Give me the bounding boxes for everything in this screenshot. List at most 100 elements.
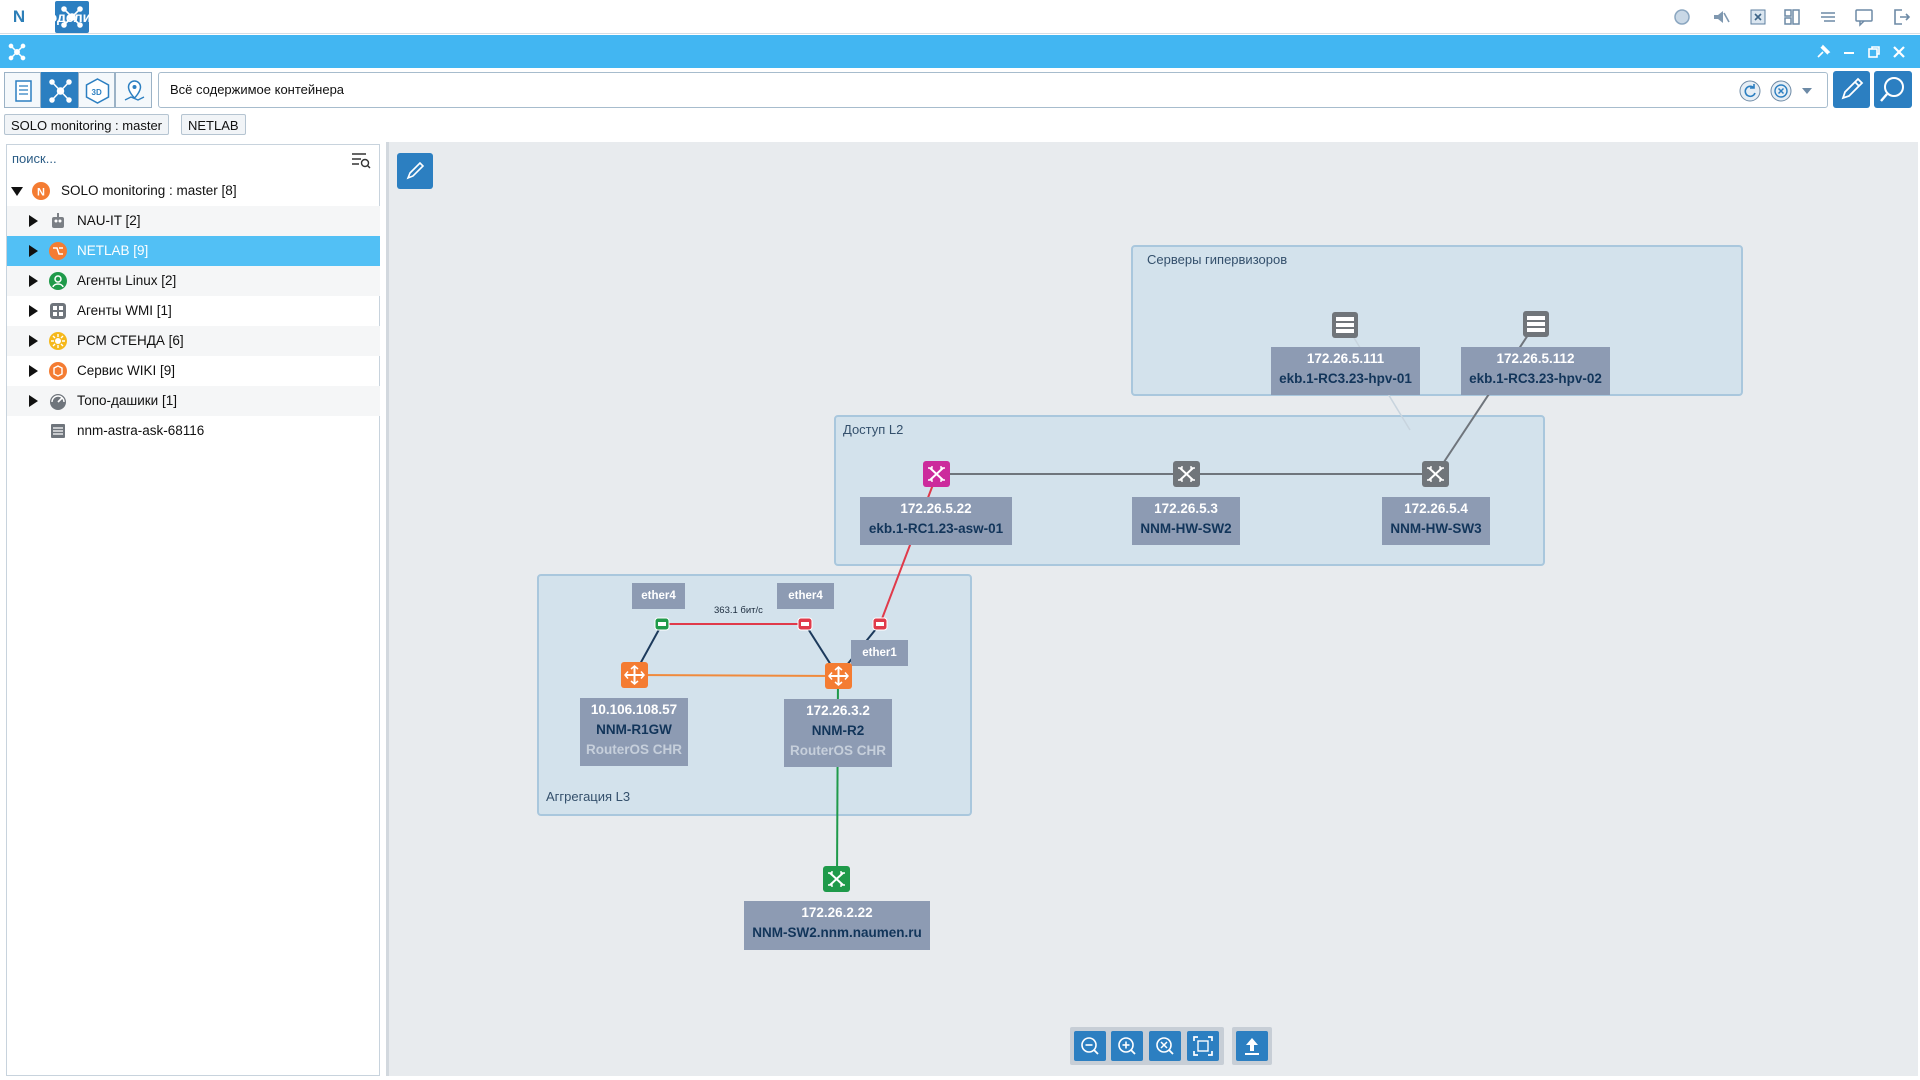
node-asw-01[interactable]: 172.26.5.22 ekb.1-RC1.23-asw-01 (860, 497, 1012, 545)
tree-item-wiki-service[interactable]: Сервис WIKI [9] (7, 356, 380, 386)
node-ip: 172.26.5.112 (1496, 351, 1575, 366)
container-filter-field[interactable] (158, 72, 1828, 108)
caret-right-icon[interactable] (29, 365, 38, 377)
fit-to-screen-button[interactable] (1187, 1031, 1219, 1061)
logout-icon[interactable] (1891, 7, 1911, 27)
node-name: ekb.1-RC1.23-asw-01 (868, 521, 1004, 536)
filter-search-icon[interactable] (350, 150, 372, 170)
chat-icon[interactable] (1854, 7, 1874, 27)
tree-item-label: Топо-дашики [1] (77, 393, 177, 408)
node-model: RouterOS CHR (789, 743, 886, 758)
app-bar (0, 0, 1920, 34)
node-r1gw[interactable]: 10.106.108.57 NNM-R1GW RouterOS CHR (580, 698, 688, 766)
zoom-reset-button[interactable] (1149, 1031, 1181, 1061)
document-icon (15, 80, 32, 102)
refresh-icon[interactable] (1738, 79, 1762, 103)
window-title-bar (0, 35, 1920, 68)
tree-item-netlab[interactable]: NETLAB [9] (7, 236, 380, 266)
window-close-icon[interactable] (1748, 7, 1768, 27)
tree-root[interactable]: N SOLO monitoring : master [8] (7, 176, 380, 206)
tree-item-label: Агенты Linux [2] (77, 273, 177, 288)
zoom-out-button[interactable] (1074, 1031, 1106, 1061)
switch-node-icon[interactable] (1421, 460, 1450, 488)
caret-down-icon[interactable] (11, 187, 23, 196)
restore-icon[interactable] (1866, 44, 1882, 60)
tree-search-input[interactable]: поиск... (12, 151, 57, 166)
mute-icon[interactable] (1711, 7, 1731, 27)
search-button[interactable] (1874, 71, 1912, 108)
export-icon (1245, 1038, 1259, 1055)
node-hw-sw3[interactable]: 172.26.5.4 NNM-HW-SW3 (1382, 497, 1490, 545)
container-filter-value: Всё содержимое контейнера (170, 82, 345, 97)
port-ether4-r2-icon[interactable] (797, 617, 813, 631)
server-node-icon[interactable] (1331, 311, 1359, 339)
port-ether1-r2-icon[interactable] (872, 617, 888, 631)
tree-item-linux-agents[interactable]: Агенты Linux [2] (7, 266, 380, 296)
edit-button[interactable] (1833, 71, 1870, 108)
caret-right-icon[interactable] (29, 395, 38, 407)
document-view-button[interactable] (4, 72, 41, 108)
robot-icon (52, 213, 64, 228)
record-icon[interactable] (1672, 7, 1692, 27)
pencil-icon (1841, 77, 1864, 100)
tree-item-nau-it[interactable]: NAU-IT [2] (7, 206, 380, 236)
naumen-logo-icon: N (32, 182, 50, 200)
node-r2[interactable]: 172.26.3.2 NNM-R2 RouterOS CHR (784, 699, 892, 767)
caret-right-icon[interactable] (29, 335, 38, 347)
breadcrumb-item-root[interactable]: SOLO monitoring : master (4, 114, 169, 135)
pin-icon[interactable] (1815, 44, 1831, 60)
caret-right-icon[interactable] (29, 305, 38, 317)
tree-item-wmi-agents[interactable]: Агенты WMI [1] (7, 296, 380, 326)
3d-icon: 3D (85, 78, 110, 104)
canvas-edit-button[interactable] (397, 153, 433, 189)
caret-right-icon[interactable] (29, 215, 38, 227)
link-speed-label: 363.1 бит/с (714, 605, 763, 616)
node-ip: 172.26.5.22 (900, 501, 972, 516)
tree-item-topo-dashboards[interactable]: Топо-дашики [1] (7, 386, 380, 416)
node-name: NNM-R1GW (596, 722, 672, 737)
node-hw-sw2[interactable]: 172.26.5.3 NNM-HW-SW2 (1132, 497, 1240, 545)
app-logo[interactable]: N (12, 7, 26, 26)
node-hpv-01[interactable]: 172.26.5.111 ekb.1-RC3.23-hpv-01 (1271, 347, 1420, 395)
list-icon[interactable] (1818, 7, 1838, 27)
network-icon (49, 242, 67, 260)
caret-right-icon[interactable] (29, 245, 38, 257)
svg-text:N: N (37, 187, 45, 199)
server-node-icon[interactable] (1522, 310, 1550, 338)
switch-node-icon[interactable] (822, 865, 851, 893)
fit-icon (1193, 1036, 1213, 1056)
3d-view-button[interactable]: 3D (78, 72, 115, 108)
port-ether4-r1-icon[interactable] (654, 617, 670, 631)
caret-right-icon[interactable] (29, 275, 38, 287)
switch-node-icon[interactable] (922, 460, 951, 488)
tree-item-label: Сервис WIKI [9] (77, 363, 175, 378)
zoom-in-button[interactable] (1111, 1031, 1143, 1061)
node-ip: 172.26.5.4 (1404, 501, 1468, 516)
map-view-button[interactable] (115, 72, 152, 108)
node-name: NNM-HW-SW2 (1140, 521, 1232, 536)
node-nnm-sw2[interactable]: 172.26.2.22 NNM-SW2.nnm.naumen.ru (744, 901, 930, 950)
switch-node-icon[interactable] (1172, 460, 1201, 488)
breadcrumb-item-netlab[interactable]: NETLAB (181, 114, 246, 135)
topology-view-button[interactable] (41, 72, 78, 108)
models-app-button[interactable] (55, 1, 89, 33)
tree-item-rsm-stand[interactable]: РСМ СТЕНДА [6] (7, 326, 380, 356)
minimize-icon[interactable] (1841, 44, 1857, 60)
clear-icon[interactable] (1769, 79, 1793, 103)
node-model: RouterOS CHR (585, 742, 682, 757)
node-ip: 172.26.5.111 (1306, 351, 1385, 366)
router-node-icon[interactable] (620, 661, 649, 689)
topology-icon (8, 43, 26, 61)
chevron-down-icon[interactable] (1800, 84, 1814, 98)
search-icon (1880, 77, 1904, 102)
group-access-title: Доступ L2 (843, 422, 904, 437)
layout-icon[interactable] (1782, 7, 1802, 27)
dashboard-icon (50, 394, 66, 410)
group-hypervisors[interactable] (1131, 245, 1743, 396)
linux-agent-icon (49, 272, 67, 290)
node-hpv-02[interactable]: 172.26.5.112 ekb.1-RC3.23-hpv-02 (1461, 347, 1610, 395)
export-button[interactable] (1236, 1031, 1268, 1061)
tree-item-nnm-astra[interactable]: nnm-astra-ask-68116 (7, 416, 380, 446)
close-icon[interactable] (1891, 44, 1907, 60)
router-node-icon[interactable] (824, 662, 853, 690)
